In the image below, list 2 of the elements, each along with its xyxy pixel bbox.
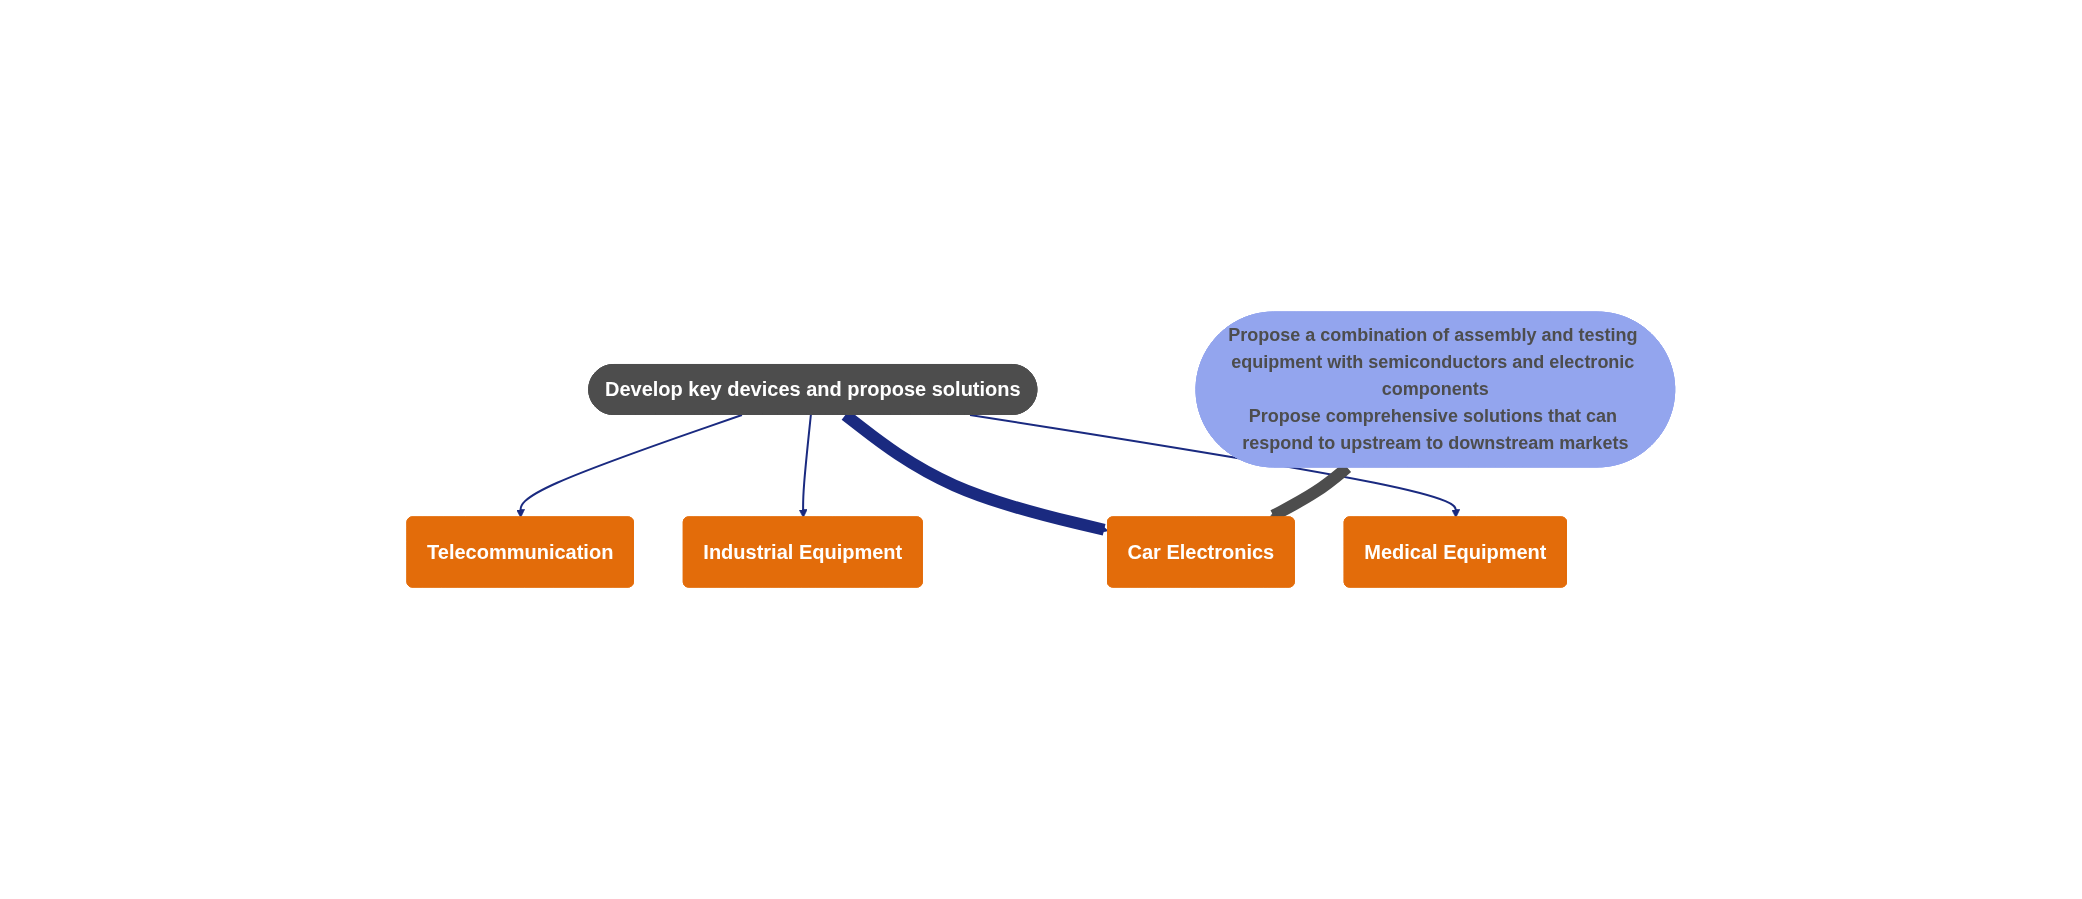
arrow	[516, 414, 744, 518]
arrow	[798, 414, 812, 518]
